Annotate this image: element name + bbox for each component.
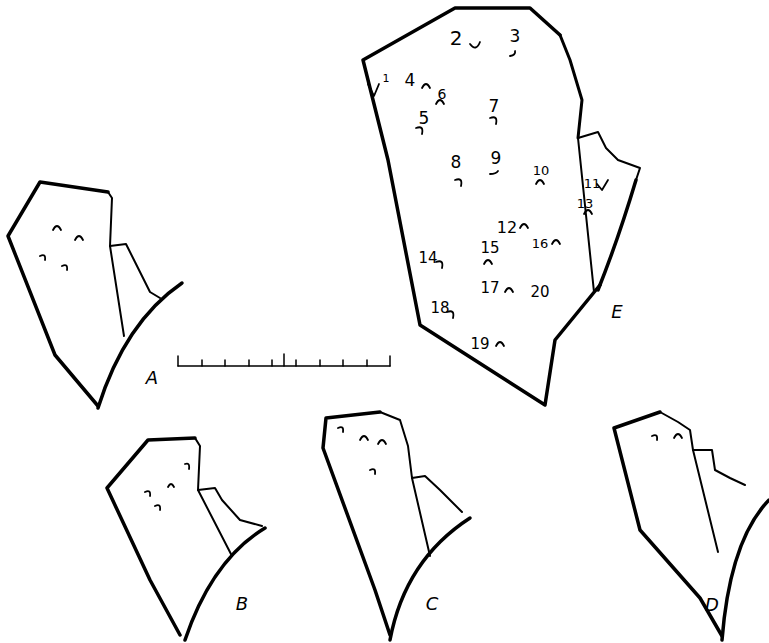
mark-number: 5 xyxy=(419,110,430,127)
sherd-letter: C xyxy=(426,595,439,613)
mark-number: 7 xyxy=(489,98,500,115)
mark-number: 11 xyxy=(584,177,601,190)
sherd-b xyxy=(107,438,265,640)
mark-number: 4 xyxy=(405,72,416,89)
mark-number: 8 xyxy=(451,154,462,171)
scale-bar xyxy=(178,354,390,366)
sherd-letter: E xyxy=(611,303,622,321)
sherd-letter: B xyxy=(236,595,248,613)
mark-number: 2 xyxy=(450,28,463,48)
sherd-d xyxy=(614,412,769,640)
sherd-a xyxy=(8,182,182,408)
sherd-e xyxy=(363,8,640,405)
mark-number: 13 xyxy=(577,197,594,210)
mark-number: 16 xyxy=(532,237,549,250)
mark-number: 20 xyxy=(530,285,549,300)
sherd-c xyxy=(323,412,470,640)
mark-number: 3 xyxy=(510,28,521,45)
mark-number: 10 xyxy=(533,164,550,177)
mark-number: 19 xyxy=(470,337,489,352)
mark-number: 18 xyxy=(430,301,449,316)
mark-number: 12 xyxy=(497,220,517,236)
sherd-letter: D xyxy=(705,596,719,614)
mark-number: 6 xyxy=(438,87,447,101)
mark-number: 15 xyxy=(480,241,499,256)
mark-number: 1 xyxy=(383,73,390,84)
mark-number: 9 xyxy=(491,150,502,167)
sherd-letter: A xyxy=(146,369,158,387)
mark-number: 14 xyxy=(418,251,437,266)
mark-number: 17 xyxy=(480,281,499,296)
